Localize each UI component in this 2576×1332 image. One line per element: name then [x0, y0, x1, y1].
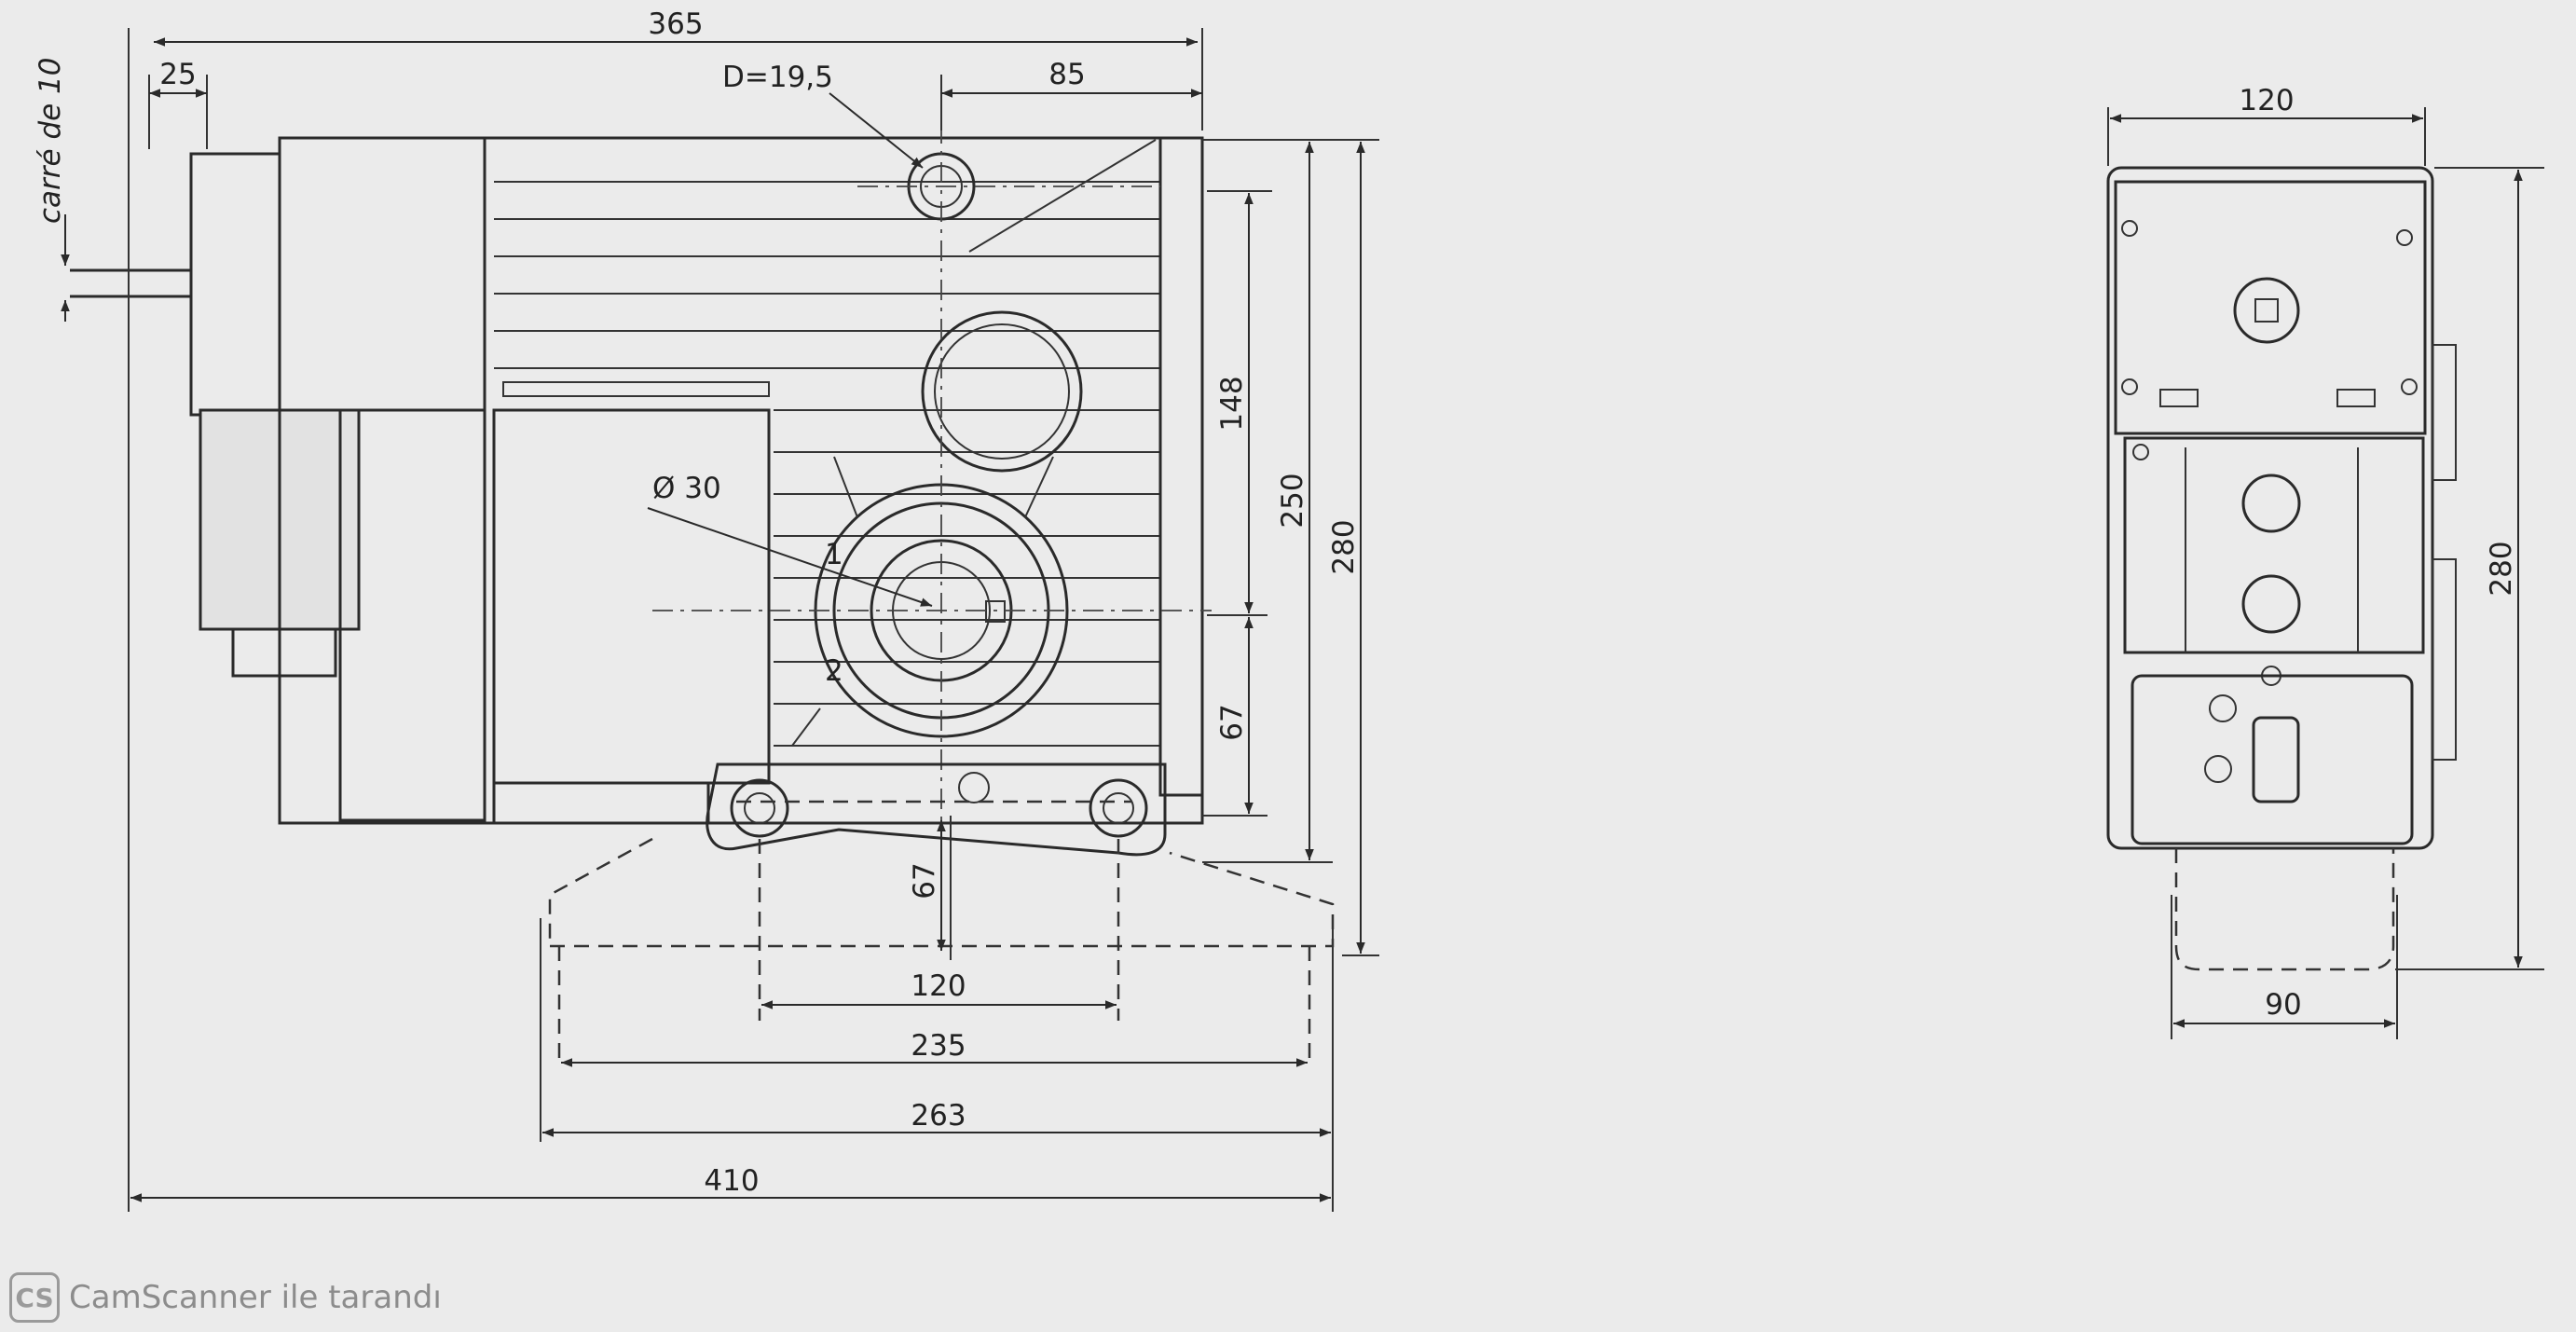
dim-250: 250	[1276, 473, 1309, 528]
dim-25: 25	[159, 58, 196, 91]
hub-diameter-label: Ø 30	[652, 472, 721, 505]
dim-120: 120	[911, 969, 966, 1003]
dim-365: 365	[648, 7, 703, 41]
side-middle-block	[2123, 436, 2425, 654]
shaft-stub	[70, 268, 191, 298]
side-view: 120 280 90	[2106, 84, 2544, 1039]
dim-85: 85	[1048, 58, 1085, 91]
dim-67-lower: 67	[908, 862, 941, 899]
dim-148: 148	[1215, 376, 1249, 431]
dim-280: 280	[1327, 519, 1361, 574]
rotation-mark-2: 2	[825, 654, 843, 688]
diagonal-line	[968, 139, 1157, 253]
side-window	[2252, 716, 2300, 803]
mounting-bracket	[706, 762, 1167, 857]
center-lines	[652, 84, 1212, 820]
camscanner-watermark: CS CamScanner ile tarandı	[9, 1270, 442, 1325]
dim-410: 410	[704, 1164, 759, 1198]
side-port-bottom	[2241, 574, 2301, 634]
dim-235: 235	[911, 1029, 966, 1063]
hub-ribs	[791, 456, 1054, 747]
side-port-top	[2241, 474, 2301, 533]
camscanner-logo: CS	[9, 1272, 60, 1323]
housing-flange	[1158, 136, 1204, 797]
side-square-drive	[2233, 277, 2300, 344]
side-dim-120: 120	[2239, 84, 2294, 117]
bracket-hole-left	[730, 778, 789, 838]
extension-lines-right	[950, 139, 1379, 960]
watermark-text: CamScanner ile tarandı	[69, 1279, 442, 1316]
front-view: 365 25 carré de 10 D=19,5 85 Ø 30 148 67…	[34, 7, 1379, 1212]
side-top-cover	[2114, 180, 2427, 435]
rotation-mark-1: 1	[825, 538, 843, 571]
dim-67-upper: 67	[1215, 704, 1249, 740]
extension-lines	[128, 28, 1334, 1212]
side-base-outline	[2174, 848, 2395, 971]
motor-plate	[338, 408, 486, 822]
side-dim-280: 280	[2485, 541, 2518, 596]
dim-263: 263	[911, 1099, 966, 1133]
side-housing	[2106, 166, 2434, 850]
gearbox-foot	[231, 627, 337, 678]
square-label: carré de 10	[34, 57, 67, 224]
middle-boss	[921, 310, 1083, 473]
bracket-hole-right	[1089, 778, 1148, 838]
side-control-panel	[2131, 674, 2414, 845]
side-dim-90: 90	[2265, 988, 2301, 1022]
bore-label: D=19,5	[722, 61, 833, 94]
cooling-fins	[492, 181, 1160, 825]
end-cap	[189, 152, 281, 417]
